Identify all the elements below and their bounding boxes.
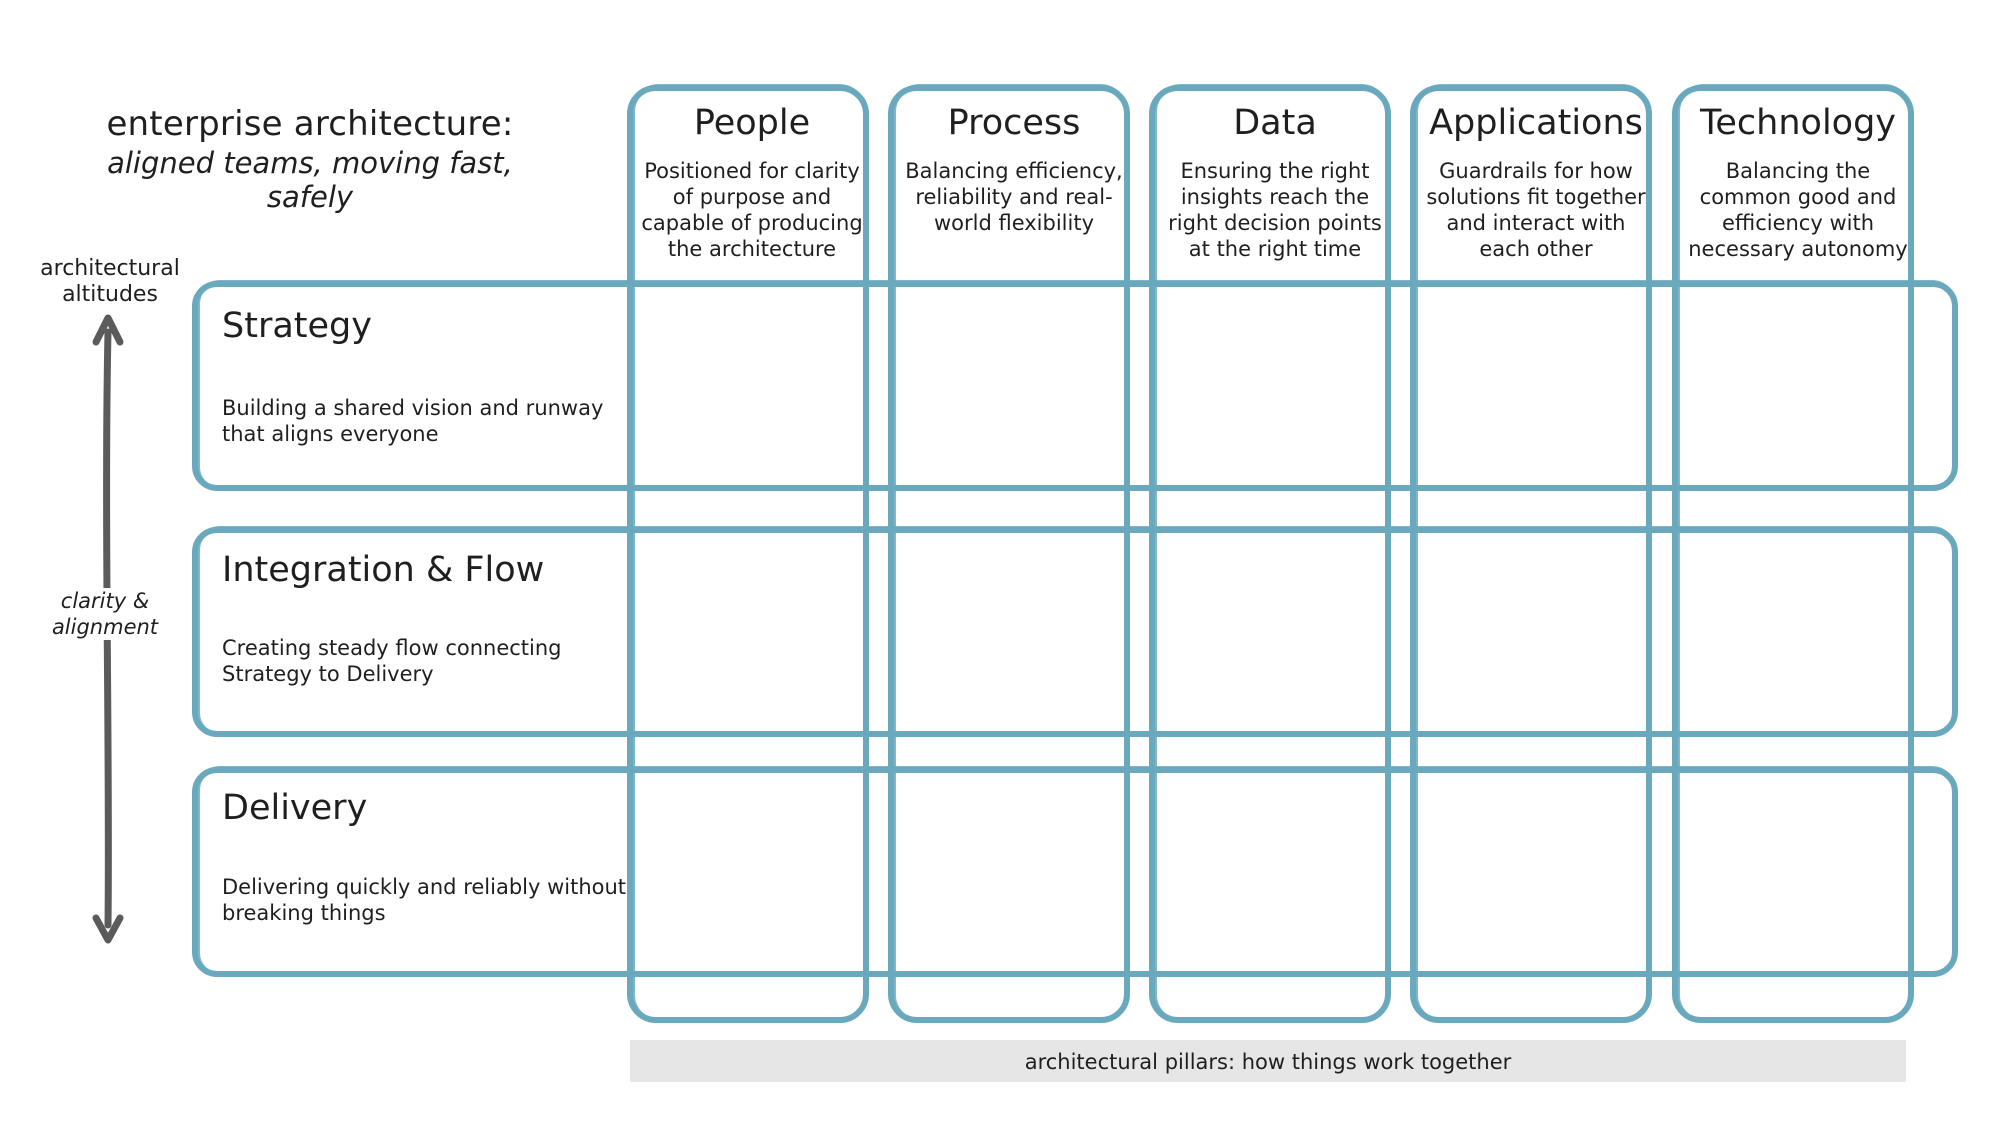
pillar-title-people: People: [693, 103, 811, 143]
pillar-title-process: Process: [947, 103, 1081, 143]
pillar-box-technology: [1672, 84, 1914, 1023]
pillar-box-data: [1149, 84, 1391, 1023]
pillars-footer-bar: [630, 1040, 1906, 1082]
pillars-footer-label: architectural pillars: how things work t…: [1024, 1050, 1512, 1074]
altitude-box-integration-flow: [192, 526, 1958, 737]
pillar-title-applications: Applications: [1429, 103, 1643, 143]
altitude-desc-delivery: Delivering quickly and reliably without …: [222, 875, 627, 925]
altitude-desc-integration-flow: Creating steady flow connecting Strategy…: [222, 636, 562, 686]
clarity-alignment-label: clarity & alignment: [30, 588, 180, 640]
pillar-box-people: [627, 84, 869, 1023]
pillar-box-process: [888, 84, 1130, 1023]
arrow-head-down-icon: [92, 914, 124, 944]
pillar-desc-process: Balancing efficiency, reliability and re…: [905, 159, 1123, 235]
pillar-title-data: Data: [1233, 103, 1317, 143]
pillar-box-applications: [1410, 84, 1652, 1023]
arrow-head-up-icon: [92, 314, 124, 346]
altitude-box-delivery: [192, 766, 1958, 977]
pillar-desc-applications: Guardrails for how solutions fit togethe…: [1426, 159, 1646, 261]
pillar-desc-people: Positioned for clarity of purpose and ca…: [641, 159, 863, 261]
altitudes-axis-label: architectural altitudes: [40, 256, 180, 307]
altitude-desc-strategy: Building a shared vision and runway that…: [222, 396, 604, 446]
altitude-title-strategy: Strategy: [222, 306, 372, 346]
pillar-title-technology: Technology: [1699, 103, 1897, 143]
altitude-boxes: [192, 280, 1958, 977]
diagram-title: enterprise architecture:: [106, 104, 514, 144]
diagram-subtitle: aligned teams, moving fast, safely: [107, 146, 513, 214]
pillar-boxes: [627, 84, 1914, 1023]
altitude-box-strategy: [192, 280, 1958, 491]
altitude-title-integration-flow: Integration & Flow: [222, 550, 545, 590]
pillar-desc-data: Ensuring the right insights reach the ri…: [1168, 159, 1382, 261]
altitude-title-delivery: Delivery: [222, 788, 368, 828]
pillar-desc-technology: Balancing the common good and efficiency…: [1688, 159, 1908, 261]
